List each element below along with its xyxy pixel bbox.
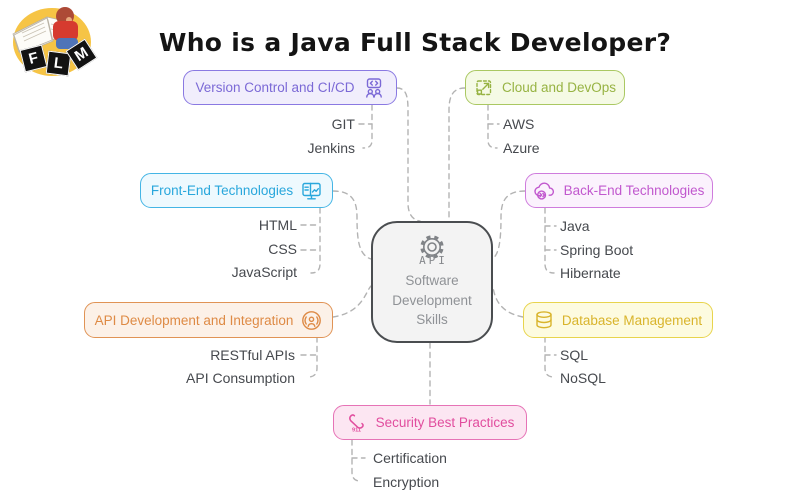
emergency-call-icon: 911 [346,412,368,433]
branch-node-frontend: Front-End Technologies [140,173,333,208]
page-title: Who is a Java Full Stack Developer? [158,28,672,57]
branch-node-cloud-devops: Cloud and DevOps [465,70,625,105]
child-label-api-consumption: API Consumption [186,370,295,386]
child-label-git: GIT [331,116,355,132]
branch-node-version-control: Version Control and CI/CD [183,70,397,105]
central-node-software-development-skills: API Software Development Skills [371,221,493,343]
child-label-sql: SQL [560,347,589,363]
child-label-nosql: NoSQL [560,370,606,386]
database-icon [534,310,554,330]
code-review-icon [363,77,385,98]
central-node-label: Software Development Skills [392,273,472,328]
flm-logo: F L M [6,2,104,84]
child-label-spring-boot: Spring Boot [560,242,634,258]
child-label-hibernate: Hibernate [560,265,621,281]
child-label-html: HTML [258,217,297,233]
branch-node-database: Database Management [523,302,713,338]
child-label-css: CSS [268,241,297,257]
branch-label: Version Control and CI/CD [195,80,355,95]
child-label-encryption: Encryption [373,474,440,490]
logo-letter: L [52,54,65,73]
branch-label: Database Management [561,312,703,328]
branch-label: Cloud and DevOps [501,80,617,95]
podcast-person-icon [301,310,322,331]
branch-label: Front-End Technologies [150,183,294,198]
child-label-aws: AWS [503,116,535,132]
child-label-java: Java [560,218,590,234]
branch-label: Back-End Technologies [563,183,705,198]
expand-icon [474,78,494,98]
cloud-upload-icon [533,181,556,201]
branch-label: Security Best Practices [375,415,515,430]
child-label-restful-apis: RESTful APIs [210,347,295,363]
branch-label: API Development and Integration [94,312,294,328]
branch-node-security: 911 Security Best Practices [333,405,527,440]
svg-text:911: 911 [352,428,361,434]
child-label-certification: Certification [373,450,447,466]
monitor-icon [301,181,322,201]
gear-icon [414,234,450,264]
child-label-jenkins: Jenkins [307,140,355,156]
api-icon-text: API [419,254,448,268]
child-label-javascript: JavaScript [231,264,297,280]
branch-node-backend: Back-End Technologies [525,173,713,208]
child-label-azure: Azure [503,140,540,156]
branch-node-api-development: API Development and Integration [84,302,333,338]
